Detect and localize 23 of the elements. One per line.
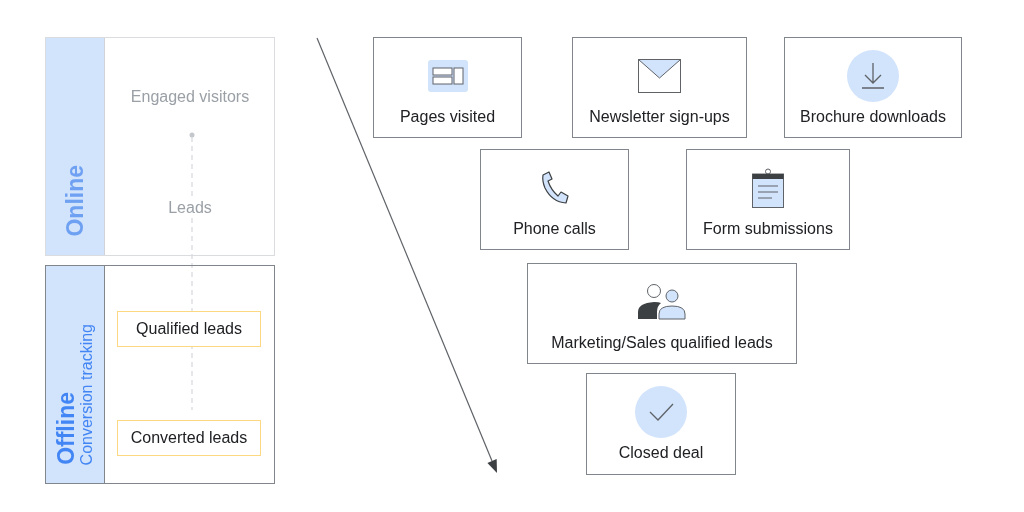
card-label: Pages visited bbox=[399, 107, 496, 127]
stage-title: Offline bbox=[55, 392, 78, 465]
metric-card bbox=[480, 149, 629, 250]
card-label: Newsletter sign-ups bbox=[589, 107, 730, 127]
stage-label: Qualified leads bbox=[136, 320, 242, 338]
metric-card bbox=[527, 263, 797, 364]
stage-box bbox=[117, 311, 261, 347]
card-label: Form submissions bbox=[703, 219, 833, 239]
metric-card bbox=[586, 373, 736, 475]
card-label: Brochure downloads bbox=[800, 107, 946, 127]
card-label: Marketing/Sales qualified leads bbox=[551, 333, 773, 353]
stage-panel bbox=[45, 37, 275, 256]
stage-box bbox=[117, 420, 261, 456]
metric-card bbox=[686, 149, 850, 250]
stage-title: Online bbox=[63, 165, 87, 237]
stage-subtitle: Conversion tracking bbox=[79, 323, 95, 465]
card-label: Phone calls bbox=[513, 219, 596, 239]
stage-label: Converted leads bbox=[130, 429, 248, 447]
card-label: Closed deal bbox=[618, 443, 704, 463]
stage-panel bbox=[45, 265, 275, 484]
metric-card bbox=[373, 37, 522, 138]
metric-card bbox=[784, 37, 962, 138]
metric-card bbox=[572, 37, 747, 138]
